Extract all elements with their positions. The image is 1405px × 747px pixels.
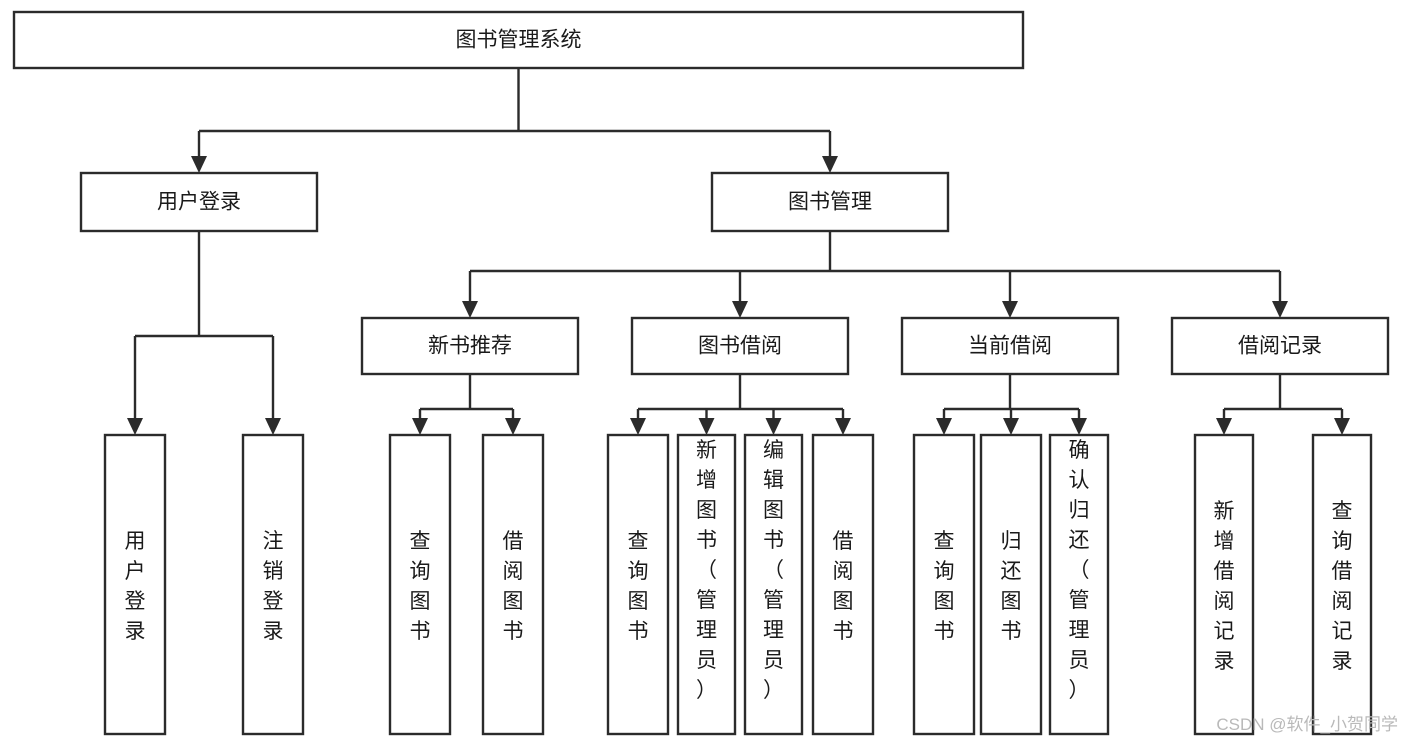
node-label: 图书管理系统 — [456, 29, 582, 52]
node-label: 查询图书 — [934, 530, 955, 643]
arrowhead-icon — [630, 418, 646, 435]
node-leaf-return-book[interactable]: 归还图书 — [979, 433, 1043, 736]
node-leaf-query-book-current[interactable]: 查询图书 — [912, 433, 976, 736]
arrowhead-icon — [1002, 301, 1018, 318]
arrowhead-icon — [265, 418, 281, 435]
arrowhead-icon — [822, 156, 838, 173]
node-book-management[interactable]: 图书管理 — [710, 171, 950, 233]
arrowhead-icon — [835, 418, 851, 435]
node-layer: 图书管理系统用户登录图书管理新书推荐图书借阅当前借阅借阅记录用户登录注销登录查询… — [12, 10, 1390, 736]
node-label: 用户登录 — [125, 530, 146, 643]
node-label: 查询图书 — [628, 530, 649, 643]
node-label: 新增借阅记录 — [1214, 500, 1235, 673]
arrowhead-icon — [412, 418, 428, 435]
node-leaf-query-book-rec[interactable]: 查询图书 — [388, 433, 452, 736]
node-label: 新书推荐 — [428, 335, 512, 358]
arrowhead-icon — [505, 418, 521, 435]
node-leaf-borrow-book-rec[interactable]: 借阅图书 — [481, 433, 545, 736]
node-label: 当前借阅 — [968, 335, 1052, 358]
node-rect — [979, 433, 1043, 736]
node-new-book-recommend[interactable]: 新书推荐 — [360, 316, 580, 376]
node-leaf-edit-book-admin[interactable]: 编辑图书（管理员） — [743, 433, 804, 736]
connector-layer — [127, 68, 1350, 435]
node-borrow-record[interactable]: 借阅记录 — [1170, 316, 1390, 376]
node-label: 新增图书（管理员） — [696, 439, 717, 702]
node-leaf-user-login[interactable]: 用户登录 — [103, 433, 167, 736]
node-label: 确认归还（管理员） — [1069, 439, 1090, 702]
node-label: 归还图书 — [1001, 530, 1022, 643]
watermark-label: CSDN @软件_小贺同学 — [1216, 715, 1398, 734]
node-label: 编辑图书（管理员） — [763, 439, 784, 702]
node-leaf-add-borrow-record[interactable]: 新增借阅记录 — [1193, 433, 1255, 736]
node-label: 借阅图书 — [503, 530, 524, 643]
node-rect — [241, 433, 305, 736]
node-rect — [630, 316, 850, 376]
node-rect — [388, 433, 452, 736]
arrowhead-icon — [1334, 418, 1350, 435]
node-user-login[interactable]: 用户登录 — [79, 171, 319, 233]
node-current-borrow[interactable]: 当前借阅 — [900, 316, 1120, 376]
node-rect — [912, 433, 976, 736]
node-label: 查询图书 — [410, 530, 431, 643]
arrowhead-icon — [1216, 418, 1232, 435]
arrowhead-icon — [1003, 418, 1019, 435]
node-rect — [1193, 433, 1255, 736]
arrowhead-icon — [1272, 301, 1288, 318]
node-rect — [743, 433, 804, 736]
node-label: 用户登录 — [157, 191, 241, 214]
arrowhead-icon — [191, 156, 207, 173]
node-label: 查询借阅记录 — [1332, 500, 1353, 673]
node-rect — [1311, 433, 1373, 736]
node-label: 图书借阅 — [698, 335, 782, 358]
node-leaf-query-borrow-record[interactable]: 查询借阅记录 — [1311, 433, 1373, 736]
arrowhead-icon — [765, 418, 782, 435]
arrowhead-icon — [698, 418, 715, 435]
node-rect — [12, 10, 1025, 70]
arrowhead-icon — [732, 301, 748, 318]
node-root[interactable]: 图书管理系统 — [12, 10, 1025, 70]
node-rect — [103, 433, 167, 736]
node-leaf-borrow-book[interactable]: 借阅图书 — [811, 433, 875, 736]
arrowhead-icon — [936, 418, 952, 435]
node-rect — [1170, 316, 1390, 376]
arrowhead-icon — [462, 301, 478, 318]
node-rect — [1048, 433, 1110, 736]
node-leaf-confirm-return-admin[interactable]: 确认归还（管理员） — [1048, 433, 1110, 736]
node-book-borrow[interactable]: 图书借阅 — [630, 316, 850, 376]
node-label: 借阅记录 — [1238, 335, 1322, 358]
node-rect — [79, 171, 319, 233]
arrowhead-icon — [127, 418, 143, 435]
node-rect — [900, 316, 1120, 376]
arrowhead-icon — [1071, 418, 1087, 435]
node-rect — [811, 433, 875, 736]
node-rect — [360, 316, 580, 376]
node-leaf-logout[interactable]: 注销登录 — [241, 433, 305, 736]
node-label: 借阅图书 — [833, 530, 854, 643]
node-label: 注销登录 — [263, 530, 284, 643]
node-label: 图书管理 — [788, 191, 872, 214]
node-rect — [676, 433, 737, 736]
node-rect — [481, 433, 545, 736]
node-leaf-add-book-admin[interactable]: 新增图书（管理员） — [676, 433, 737, 736]
node-rect — [710, 171, 950, 233]
node-leaf-query-book-borrow[interactable]: 查询图书 — [606, 433, 670, 736]
node-rect — [606, 433, 670, 736]
